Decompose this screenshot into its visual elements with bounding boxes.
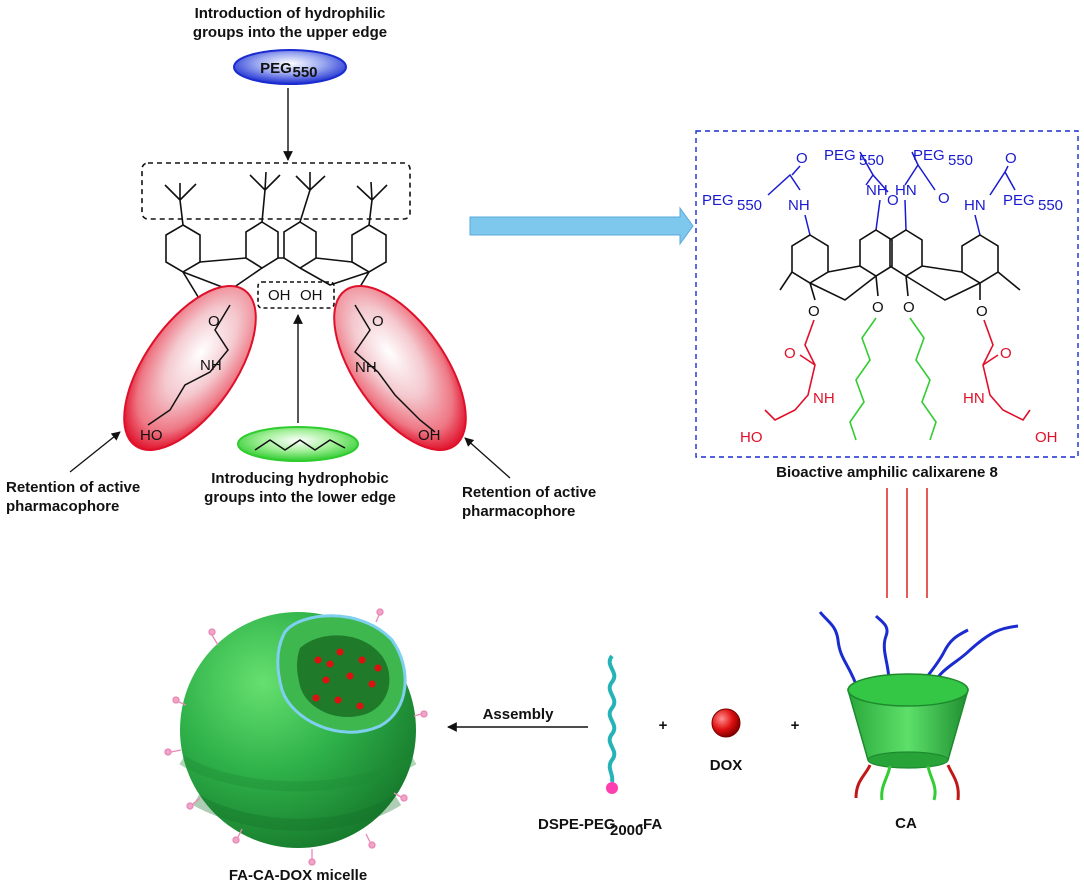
- left-retention-line-2: pharmacophore: [6, 498, 119, 515]
- title-line-2: groups into the upper edge: [193, 24, 387, 41]
- peg-label-2: PEG: [824, 147, 856, 164]
- arrow-right-retention: [464, 437, 511, 479]
- amide-nh-1: NH: [788, 197, 810, 214]
- right-oval-oh: OH: [418, 427, 441, 444]
- amide-hn-4: HN: [964, 197, 986, 214]
- amide-hn-3: HN: [895, 182, 917, 199]
- ether-o-labels: O O O O: [808, 299, 988, 320]
- left-oh-2: OH: [300, 287, 323, 304]
- carbonyl-o-1: O: [796, 150, 808, 167]
- red-nh-left: NH: [813, 390, 835, 407]
- left-red-oval: O NH HO: [123, 285, 257, 451]
- plus-1: +: [659, 717, 668, 734]
- amide-nh-2: NH: [866, 182, 888, 199]
- peg-label-1: PEG: [702, 192, 734, 209]
- arrow-left-retention: [69, 431, 121, 473]
- peg-bonds: [767, 151, 1016, 236]
- ether-o-4: O: [976, 303, 988, 320]
- ca-cup: [818, 611, 1019, 801]
- micelle-label: FA-CA-DOX micelle: [229, 867, 367, 884]
- red-arm-labels: O NH HO O HN OH: [740, 345, 1058, 446]
- peg-sub-2: 550: [859, 152, 884, 169]
- hydrophobic-line-2: groups into the lower edge: [204, 489, 396, 506]
- upper-rim-box: [141, 162, 411, 220]
- dspe-main: DSPE-PEG: [538, 816, 616, 833]
- left-oh-1: OH: [268, 287, 291, 304]
- assembly-label: Assembly: [483, 706, 555, 723]
- right-oval-o: O: [372, 313, 384, 330]
- peg-sub-4: 550: [1038, 197, 1063, 214]
- dspe-sub: 2000: [610, 822, 643, 839]
- left-retention-line-1: Retention of active: [6, 479, 140, 496]
- micelle: [164, 608, 428, 866]
- peg-badge-main: PEG: [260, 60, 292, 77]
- left-oval-o: O: [208, 313, 220, 330]
- ether-o-3: O: [903, 299, 915, 316]
- carbonyl-o-4: O: [1005, 150, 1017, 167]
- transform-arrow: [469, 206, 694, 246]
- peg-badge: PEG 550: [233, 49, 347, 85]
- micelle-dox-dots: [312, 648, 382, 710]
- ether-o-2: O: [872, 299, 884, 316]
- carbonyl-o-3: O: [938, 190, 950, 207]
- peg-sub-3: 550: [948, 152, 973, 169]
- hydrophobic-line-1: Introducing hydrophobic: [211, 470, 388, 487]
- ether-o-1: O: [808, 303, 820, 320]
- peg-badge-sub: 550: [292, 64, 317, 81]
- micelle-fa-ligands: [164, 608, 428, 866]
- dspe-peg-fa: [606, 654, 618, 794]
- peg-sub-1: 550: [737, 197, 762, 214]
- right-red-oval: O NH OH: [333, 285, 467, 451]
- peg-label-3: PEG: [913, 147, 945, 164]
- green-alkyl-chains: [849, 317, 937, 441]
- title-line-1: Introduction of hydrophilic: [195, 5, 386, 22]
- ca-red-tails: [854, 764, 960, 801]
- red-oh-right: OH: [1035, 429, 1058, 446]
- peg-label-4: PEG: [1003, 192, 1035, 209]
- calixarene-8-caption: Bioactive amphilic calixarene 8: [776, 464, 998, 481]
- carbonyl-o-2: O: [887, 192, 899, 209]
- dspe-end: -FA: [638, 816, 662, 833]
- calixarene-8-core: [779, 229, 1021, 301]
- triple-red-lines: [886, 488, 928, 598]
- dspe-label: DSPE-PEG 2000 -FA: [538, 816, 662, 839]
- red-arms: [764, 319, 1031, 422]
- red-hn-right: HN: [963, 390, 985, 407]
- right-oval-nh: NH: [355, 359, 377, 376]
- plus-2: +: [791, 717, 800, 734]
- right-retention-line-2: pharmacophore: [462, 503, 575, 520]
- green-hydrophobic-oval: [237, 426, 359, 462]
- dox-ball: [711, 708, 741, 738]
- red-ho-left: HO: [740, 429, 763, 446]
- dox-label: DOX: [710, 757, 743, 774]
- right-retention-line-1: Retention of active: [462, 484, 596, 501]
- red-o-right: O: [1000, 345, 1012, 362]
- ca-green-tails: [880, 765, 937, 801]
- left-oval-ho: HO: [140, 427, 163, 444]
- left-oval-nh: NH: [200, 357, 222, 374]
- calixarene-8-box: [695, 130, 1079, 458]
- ca-label: CA: [895, 815, 917, 832]
- red-o-left: O: [784, 345, 796, 362]
